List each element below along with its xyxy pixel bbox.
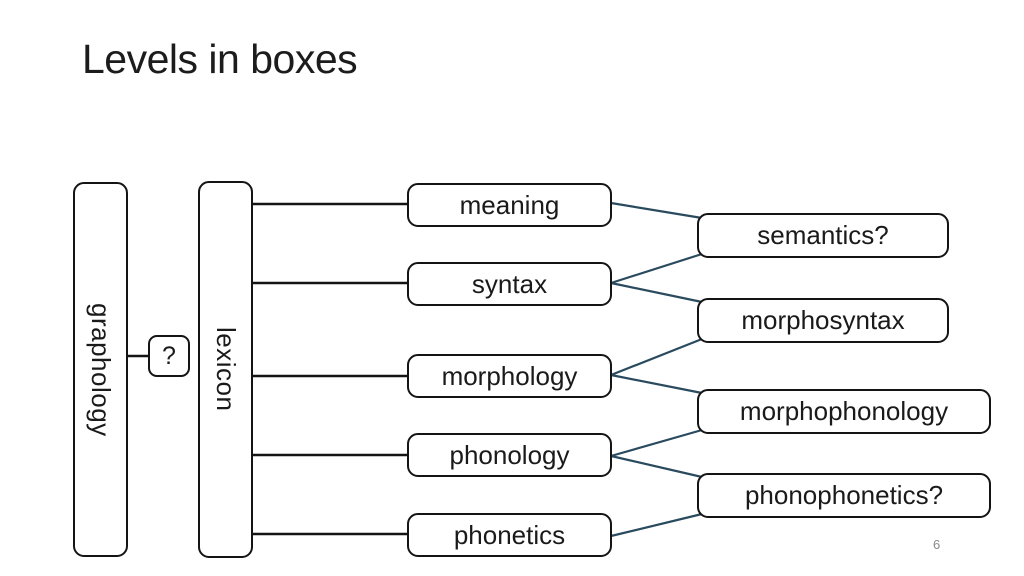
box-phonetics-label: phonetics	[453, 519, 566, 550]
box-question: ?	[148, 335, 190, 377]
connector-morphology-morphosyntax	[610, 337, 703, 377]
box-phonophonetics-label: phonophonetics?	[744, 480, 944, 510]
box-morphology-label: morphology	[441, 360, 578, 391]
connector-syntax-semantics	[610, 252, 703, 285]
box-morphosyntax-label: morphosyntax	[741, 305, 905, 335]
slide-title: Levels in boxes	[82, 36, 358, 82]
connector-phonetics-phonophonetics	[610, 512, 703, 538]
connector-phonology-morphophonology	[610, 428, 703, 458]
box-morphology: morphology	[407, 354, 612, 398]
box-syntax-label: syntax	[471, 268, 548, 299]
connector-syntax-morphosyntax	[610, 281, 703, 304]
box-semantics-label: semantics?	[757, 220, 889, 250]
box-lexicon: lexicon	[198, 181, 253, 558]
box-meaning: meaning	[407, 183, 612, 227]
box-phonology-label: phonology	[449, 439, 570, 470]
connector-morphology-morphophonology	[610, 373, 703, 395]
box-lexicon-label: lexicon	[211, 327, 241, 412]
box-graphology-label: graphology	[86, 302, 116, 437]
box-morphosyntax: morphosyntax	[697, 298, 949, 343]
box-morphophonology: morphophonology	[697, 389, 991, 434]
box-syntax: syntax	[407, 262, 612, 306]
box-meaning-label: meaning	[459, 189, 560, 220]
box-phonophonetics: phonophonetics?	[697, 473, 991, 518]
box-question-label: ?	[162, 341, 176, 370]
page-number: 6	[933, 537, 941, 552]
box-semantics: semantics?	[697, 213, 949, 258]
box-phonology: phonology	[407, 433, 612, 477]
connector-meaning-semantics	[610, 201, 703, 220]
box-phonetics: phonetics	[407, 513, 612, 557]
connector-phonology-phonophonetics	[610, 454, 703, 479]
box-morphophonology-label: morphophonology	[739, 396, 949, 426]
box-graphology: graphology	[73, 182, 128, 557]
